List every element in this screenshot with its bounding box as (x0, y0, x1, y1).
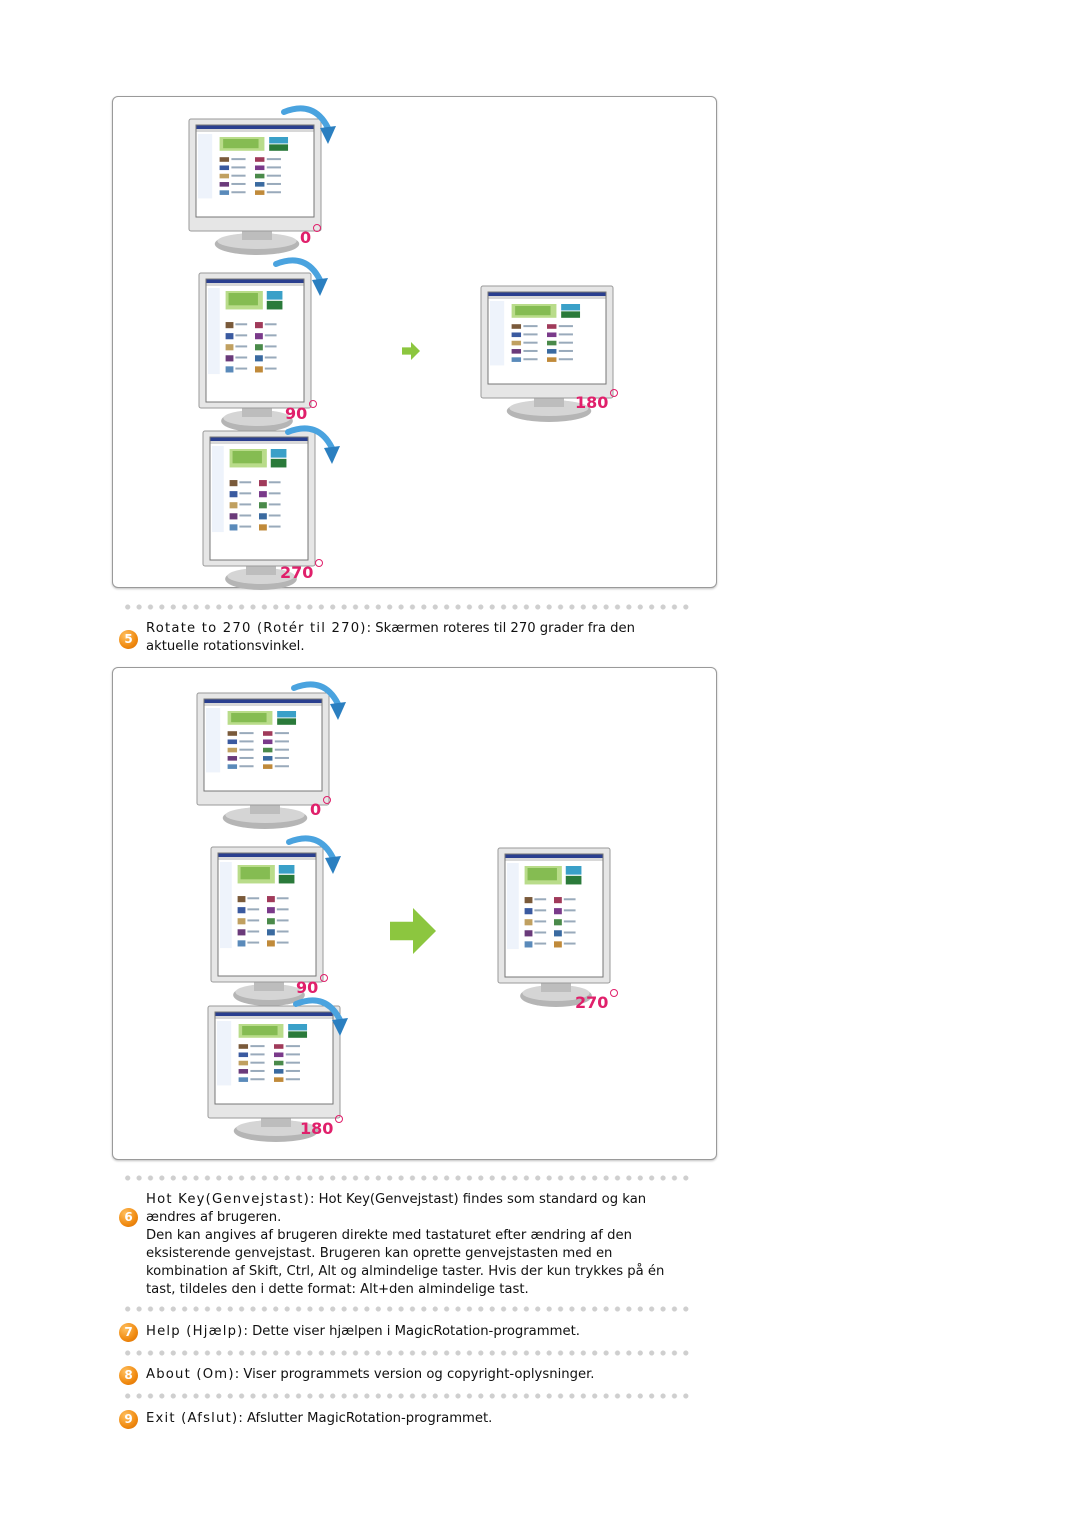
dotted-divider (122, 1349, 692, 1357)
degree-label-0: 0 (300, 224, 322, 247)
monitor-180-icon (207, 1005, 341, 1142)
degree-label-270: 270 (575, 989, 619, 1012)
dotted-divider (122, 1392, 692, 1400)
monitor-270-icon (202, 430, 316, 590)
degree-label-270: 270 (280, 559, 324, 582)
menu-term: Exit (Afslut) (146, 1411, 239, 1426)
monitor-90-icon (210, 846, 324, 1006)
item-description: Dette viser hjælpen i MagicRotation-prog… (252, 1324, 580, 1339)
number-5-icon: 5 (119, 630, 138, 649)
large-green-arrow-right-icon (390, 908, 436, 954)
rotate-arrow-icon (273, 257, 328, 296)
monitor-90-icon (198, 272, 312, 432)
monitor-270-icon (497, 847, 611, 1007)
item-description: Afslutter MagicRotation-programmet. (246, 1411, 493, 1426)
degree-label-0: 0 (310, 796, 332, 819)
number-9-icon: 9 (119, 1410, 138, 1429)
dotted-divider (122, 1305, 692, 1313)
rotate-arrow-icon (293, 997, 348, 1036)
menu-term: About (Om) (146, 1367, 235, 1382)
menu-term: Help (Hjælp) (146, 1324, 244, 1339)
item-description: Hot Key(Genvejstast) findes som standard… (146, 1192, 647, 1225)
small-green-arrow-right-icon (402, 342, 420, 360)
monitor-0-icon (188, 118, 322, 255)
list-item-about: About (Om): Viser programmets version og… (146, 1367, 595, 1382)
list-item-exit: Exit (Afslut): Afslutter MagicRotation-p… (146, 1411, 493, 1426)
rotate-arrow-icon (286, 835, 341, 874)
item-description: Viser programmets version og copyright-o… (243, 1367, 595, 1382)
rotate-arrow-icon (281, 105, 336, 144)
monitor-0-icon (196, 692, 330, 829)
menu-term: Rotate to 270 (Rotér til 270) (146, 621, 367, 636)
item-description-extra: Den kan angives af brugeren direkte med … (146, 1228, 665, 1297)
list-item-help: Help (Hjælp): Dette viser hjælpen i Magi… (146, 1324, 580, 1339)
number-8-icon: 8 (119, 1366, 138, 1385)
rotate-arrow-icon (285, 425, 340, 464)
list-item-hot-key: Hot Key(Genvejstast): Hot Key(Genvejstas… (146, 1192, 665, 1297)
degree-label-180: 180 (575, 389, 619, 412)
item-description: Skærmen roteres til 270 grader fra den a… (146, 621, 635, 654)
number-7-icon: 7 (119, 1323, 138, 1342)
degree-label-180: 180 (300, 1115, 344, 1138)
degree-label-90: 90 (285, 400, 318, 423)
menu-term: Hot Key(Genvejstast) (146, 1192, 310, 1207)
degree-label-90: 90 (296, 974, 329, 997)
dotted-divider (122, 1174, 692, 1182)
list-item-rotate-270: Rotate to 270 (Rotér til 270): Skærmen r… (146, 621, 635, 654)
monitor-180-icon (480, 285, 614, 422)
rotate-arrow-icon (291, 681, 346, 720)
dotted-divider (122, 603, 692, 611)
number-6-icon: 6 (119, 1208, 138, 1227)
